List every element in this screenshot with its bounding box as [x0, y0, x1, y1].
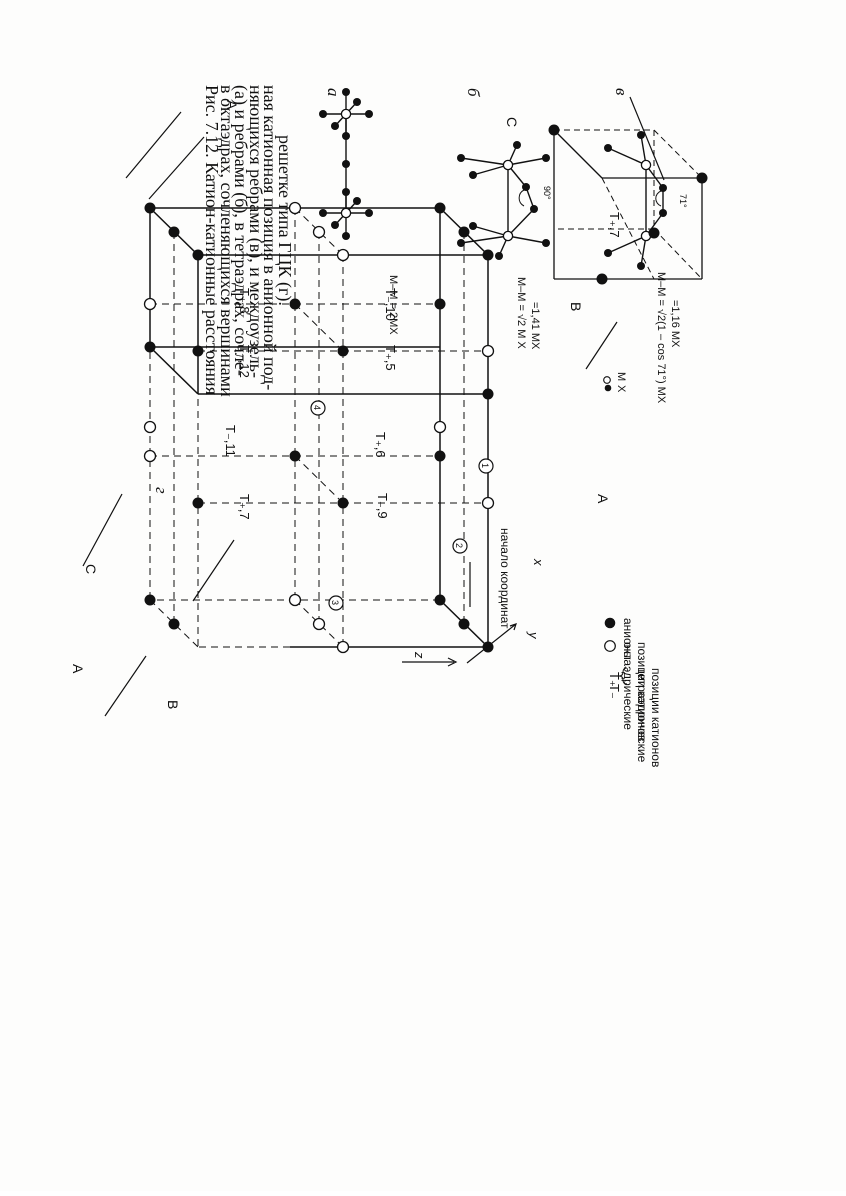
tetra-label-t7: T₊,7	[237, 494, 252, 520]
anion-sites	[144, 202, 494, 653]
tetra-labels: T₊,8 T₋,10 T₋,12 T₊,5 T₋,11 T₊,6 T₊,7 T₋…	[223, 288, 398, 520]
tetra-label-t12: T₋,12	[237, 345, 252, 378]
panel-label-v: в	[612, 88, 631, 96]
legend-m-x: M X	[603, 372, 627, 393]
site-2	[452, 538, 468, 554]
tetra-label-t6: T₊,6	[373, 432, 388, 458]
label-c-small: C	[504, 117, 520, 127]
legend-x-marker	[604, 384, 612, 392]
tetra-label-t5: T₊,5	[383, 345, 398, 371]
caption-line-6: решетке типа ГЦК (г).	[274, 135, 295, 306]
panel-label-g: г	[152, 487, 171, 494]
figure-caption: Рис. 7.12. Катион-катионные расстояния в…	[202, 85, 295, 397]
caption-line-1: Рис. 7.12. Катион-катионные расстояния	[202, 85, 222, 395]
origin-label: начало координат	[498, 528, 512, 629]
caption-line-2: в октаэдрах, сочленяющихся вершинами	[217, 85, 237, 397]
panel-label-a: а	[324, 88, 343, 97]
legend-m-marker	[603, 376, 611, 384]
legend-tet-1: тетраэдрические	[635, 668, 649, 763]
axis-label-x: x	[531, 558, 546, 566]
numbered-sites: 1 2 3 4	[310, 400, 494, 611]
panel-v: в 71° M–M = √2(1 – cos 71°) MX =1,16 MX	[604, 88, 688, 404]
legend-anion-marker	[604, 617, 616, 629]
caption-line-5: ная катионная позиция в анионной под-	[260, 85, 280, 390]
legend-oct-marker	[604, 640, 616, 652]
panel-a-formula: M–M = 2MX	[387, 275, 399, 335]
svg-text:3: 3	[330, 600, 340, 605]
panel-v-formula-2: =1,16 MX	[669, 300, 681, 348]
caption-line-4: няющихся ребрами (в), и междоузель-	[245, 85, 266, 378]
label-b-left: B	[165, 700, 181, 709]
panel-b-formula-2: =1,41 MX	[529, 302, 541, 350]
axis-label-z: z	[412, 651, 427, 659]
coordinate-axes	[402, 562, 517, 667]
svg-text:2: 2	[454, 543, 464, 548]
axis-label-y: y	[526, 631, 541, 640]
tetra-label-t8: T₊,8	[237, 288, 252, 314]
legend-t-plus: T₊	[607, 672, 622, 687]
tetra-label-t9: T₋,9	[375, 493, 390, 519]
axis-labels: z y x	[412, 558, 546, 659]
panel-v-formula-1: M–M = √2(1 – cos 71°) MX	[655, 272, 667, 404]
legend-oct-2: позиции катионов	[635, 642, 649, 741]
label-c-left: C	[83, 564, 99, 574]
site-3	[328, 595, 344, 611]
label-b-small: B	[568, 302, 584, 311]
caption-line-3: (а) и ребрами (б), в тетраэдрах, сочле-	[230, 85, 251, 376]
panel-label-b: б	[464, 88, 483, 97]
legend-anions: анионы	[621, 618, 635, 660]
site-1	[478, 458, 494, 474]
label-a-bottom: A	[70, 664, 86, 674]
tetra-label-t11: T₋,11	[223, 425, 238, 457]
small-cube: T₊,7	[548, 124, 708, 285]
legend-m-label: M	[615, 372, 627, 381]
legend-brace	[618, 667, 628, 685]
panel-v-angle: 71°	[678, 194, 688, 208]
tetra-label-t10: T₋,10	[383, 288, 398, 321]
rotated-content: Рис. 7.12. Катион-катионные расстояния в…	[70, 85, 708, 767]
label-a-top: A	[224, 100, 240, 110]
octahedral-sites	[143, 201, 495, 654]
panel-b-angle: 90°	[542, 186, 552, 200]
site-4	[310, 400, 326, 416]
small-cube-label: T₊,7	[607, 212, 622, 238]
svg-text:1: 1	[480, 463, 490, 468]
legend-t-minus: T₋	[607, 684, 622, 699]
direction-lines	[82, 96, 665, 717]
legend-oct-1: октаэдрические	[621, 642, 635, 730]
panel-a: а M–M = 2MX	[319, 88, 399, 335]
legend: анионы октаэдрические позиции катионов T…	[604, 617, 663, 767]
panel-b-formula-1: M–M = √2 M X	[515, 277, 527, 349]
label-a-right: A	[595, 494, 611, 504]
legend-tet-2: позиции катионов	[649, 668, 663, 767]
legend-x-label: X	[615, 385, 627, 393]
panel-g: г A A A C C B B	[70, 96, 708, 717]
panel-b: б 90° M–M = √2 M X	[457, 88, 552, 350]
svg-text:4: 4	[312, 405, 322, 410]
